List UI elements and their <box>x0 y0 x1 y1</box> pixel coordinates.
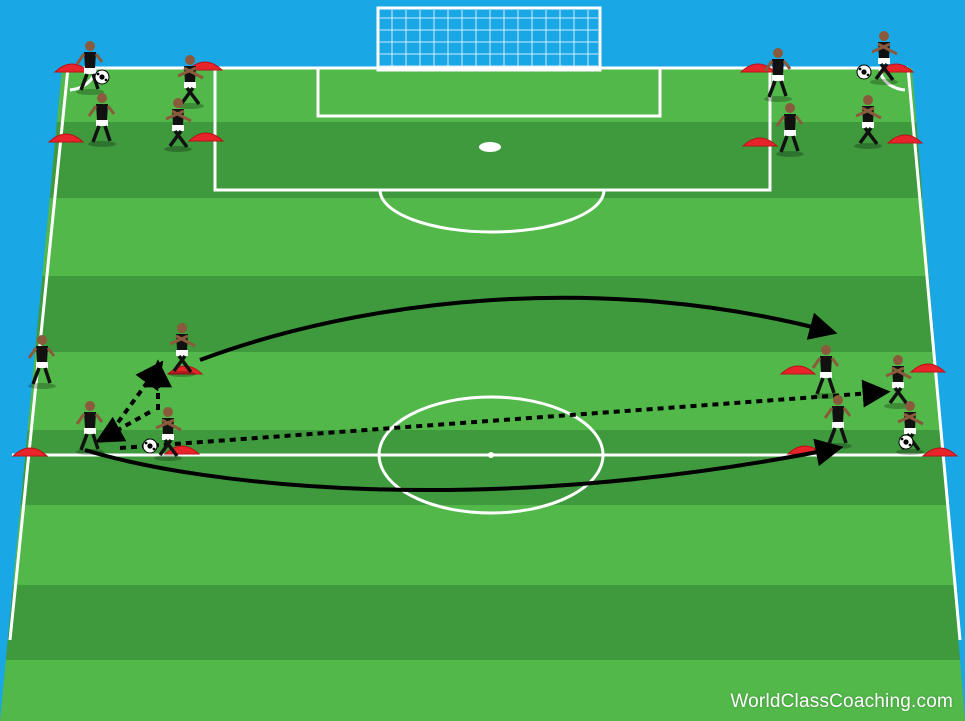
grass-stripe <box>0 352 965 430</box>
watermark-text: WorldClassCoaching.com <box>730 691 953 713</box>
grass-stripe <box>0 505 965 585</box>
penalty-spot <box>479 142 501 152</box>
center-spot <box>488 452 494 458</box>
soccer-ball <box>143 439 157 453</box>
grass-stripe <box>0 585 965 660</box>
grass-stripe <box>0 122 965 198</box>
soccer-ball <box>95 70 109 84</box>
grass-stripe <box>0 68 965 122</box>
grass-stripe <box>0 198 965 276</box>
soccer-ball <box>899 435 913 449</box>
grass-stripe <box>0 276 965 352</box>
soccer-ball <box>857 65 871 79</box>
